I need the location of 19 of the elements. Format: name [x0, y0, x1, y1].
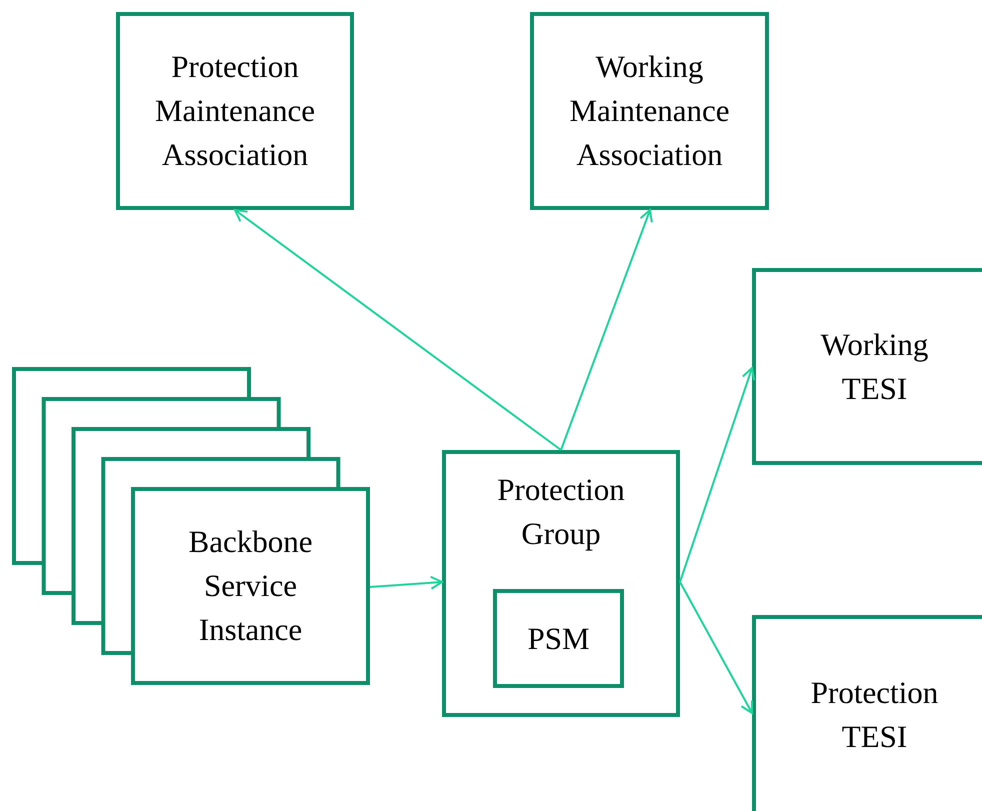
box-label: Protection TESI	[810, 674, 940, 756]
arrow	[679, 367, 756, 582]
process-box	[530, 12, 769, 210]
process-box	[752, 268, 982, 465]
box-label: PSM	[527, 620, 590, 658]
box-label: Working TESI	[820, 326, 930, 408]
arrow	[234, 209, 562, 451]
arrow	[370, 576, 443, 590]
process-box	[493, 589, 624, 688]
process-box	[442, 450, 680, 717]
box-label: Protection Group	[496, 471, 626, 553]
stacked-process-box	[12, 367, 370, 685]
process-box	[752, 615, 982, 811]
arrow	[679, 582, 753, 714]
box-label: Backbone Service Instance	[188, 523, 314, 649]
box-label: Protection Maintenance Association	[154, 48, 316, 174]
box-label: Working Maintenance Association	[568, 48, 731, 174]
process-box	[116, 12, 354, 210]
arrow	[560, 209, 653, 450]
